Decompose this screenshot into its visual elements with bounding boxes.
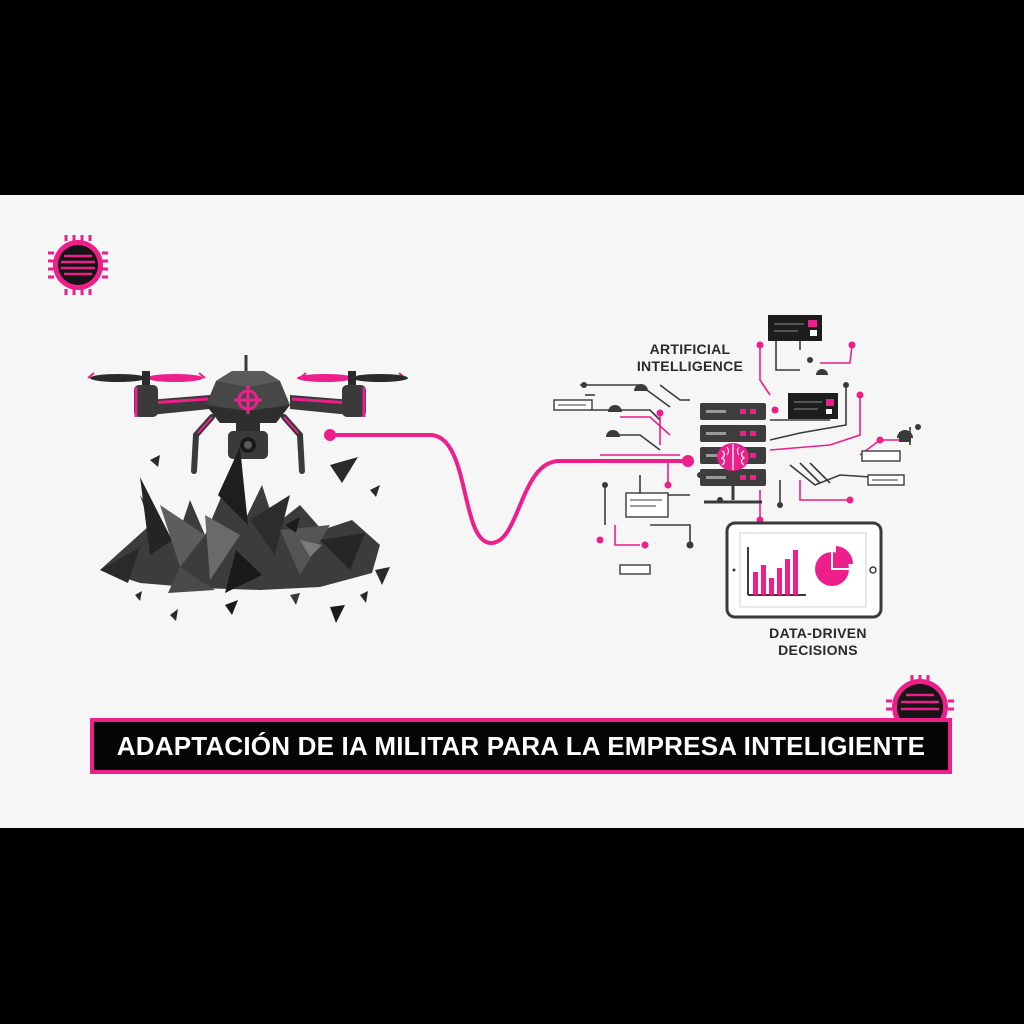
drone-icon (87, 355, 408, 474)
illustration-art (48, 235, 954, 735)
server-icon (700, 403, 766, 504)
ai-line-2: INTELLIGENCE (636, 358, 744, 374)
shards-icon (100, 447, 390, 623)
illustration-scene: ARTIFICIAL INTELLIGENCE DATA-DRIVEN DECI… (0, 195, 1024, 828)
data-cards (553, 315, 913, 575)
label-data-driven-decisions: DATA-DRIVEN DECISIONS (718, 625, 918, 659)
chip-icon (48, 235, 108, 295)
title-banner: ADAPTACIÓN DE IA MILITAR PARA LA EMPRESA… (90, 718, 952, 774)
brain-icon (717, 443, 749, 471)
tablet-chart-icon (725, 521, 883, 619)
dd-line-2: DECISIONS (778, 642, 858, 658)
dd-line-1: DATA-DRIVEN (769, 625, 867, 641)
page-title: ADAPTACIÓN DE IA MILITAR PARA LA EMPRESA… (116, 730, 926, 761)
ai-line-1: ARTIFICIAL (649, 341, 731, 357)
label-artificial-intelligence: ARTIFICIAL INTELLIGENCE (610, 341, 770, 375)
connector-line (324, 429, 694, 546)
